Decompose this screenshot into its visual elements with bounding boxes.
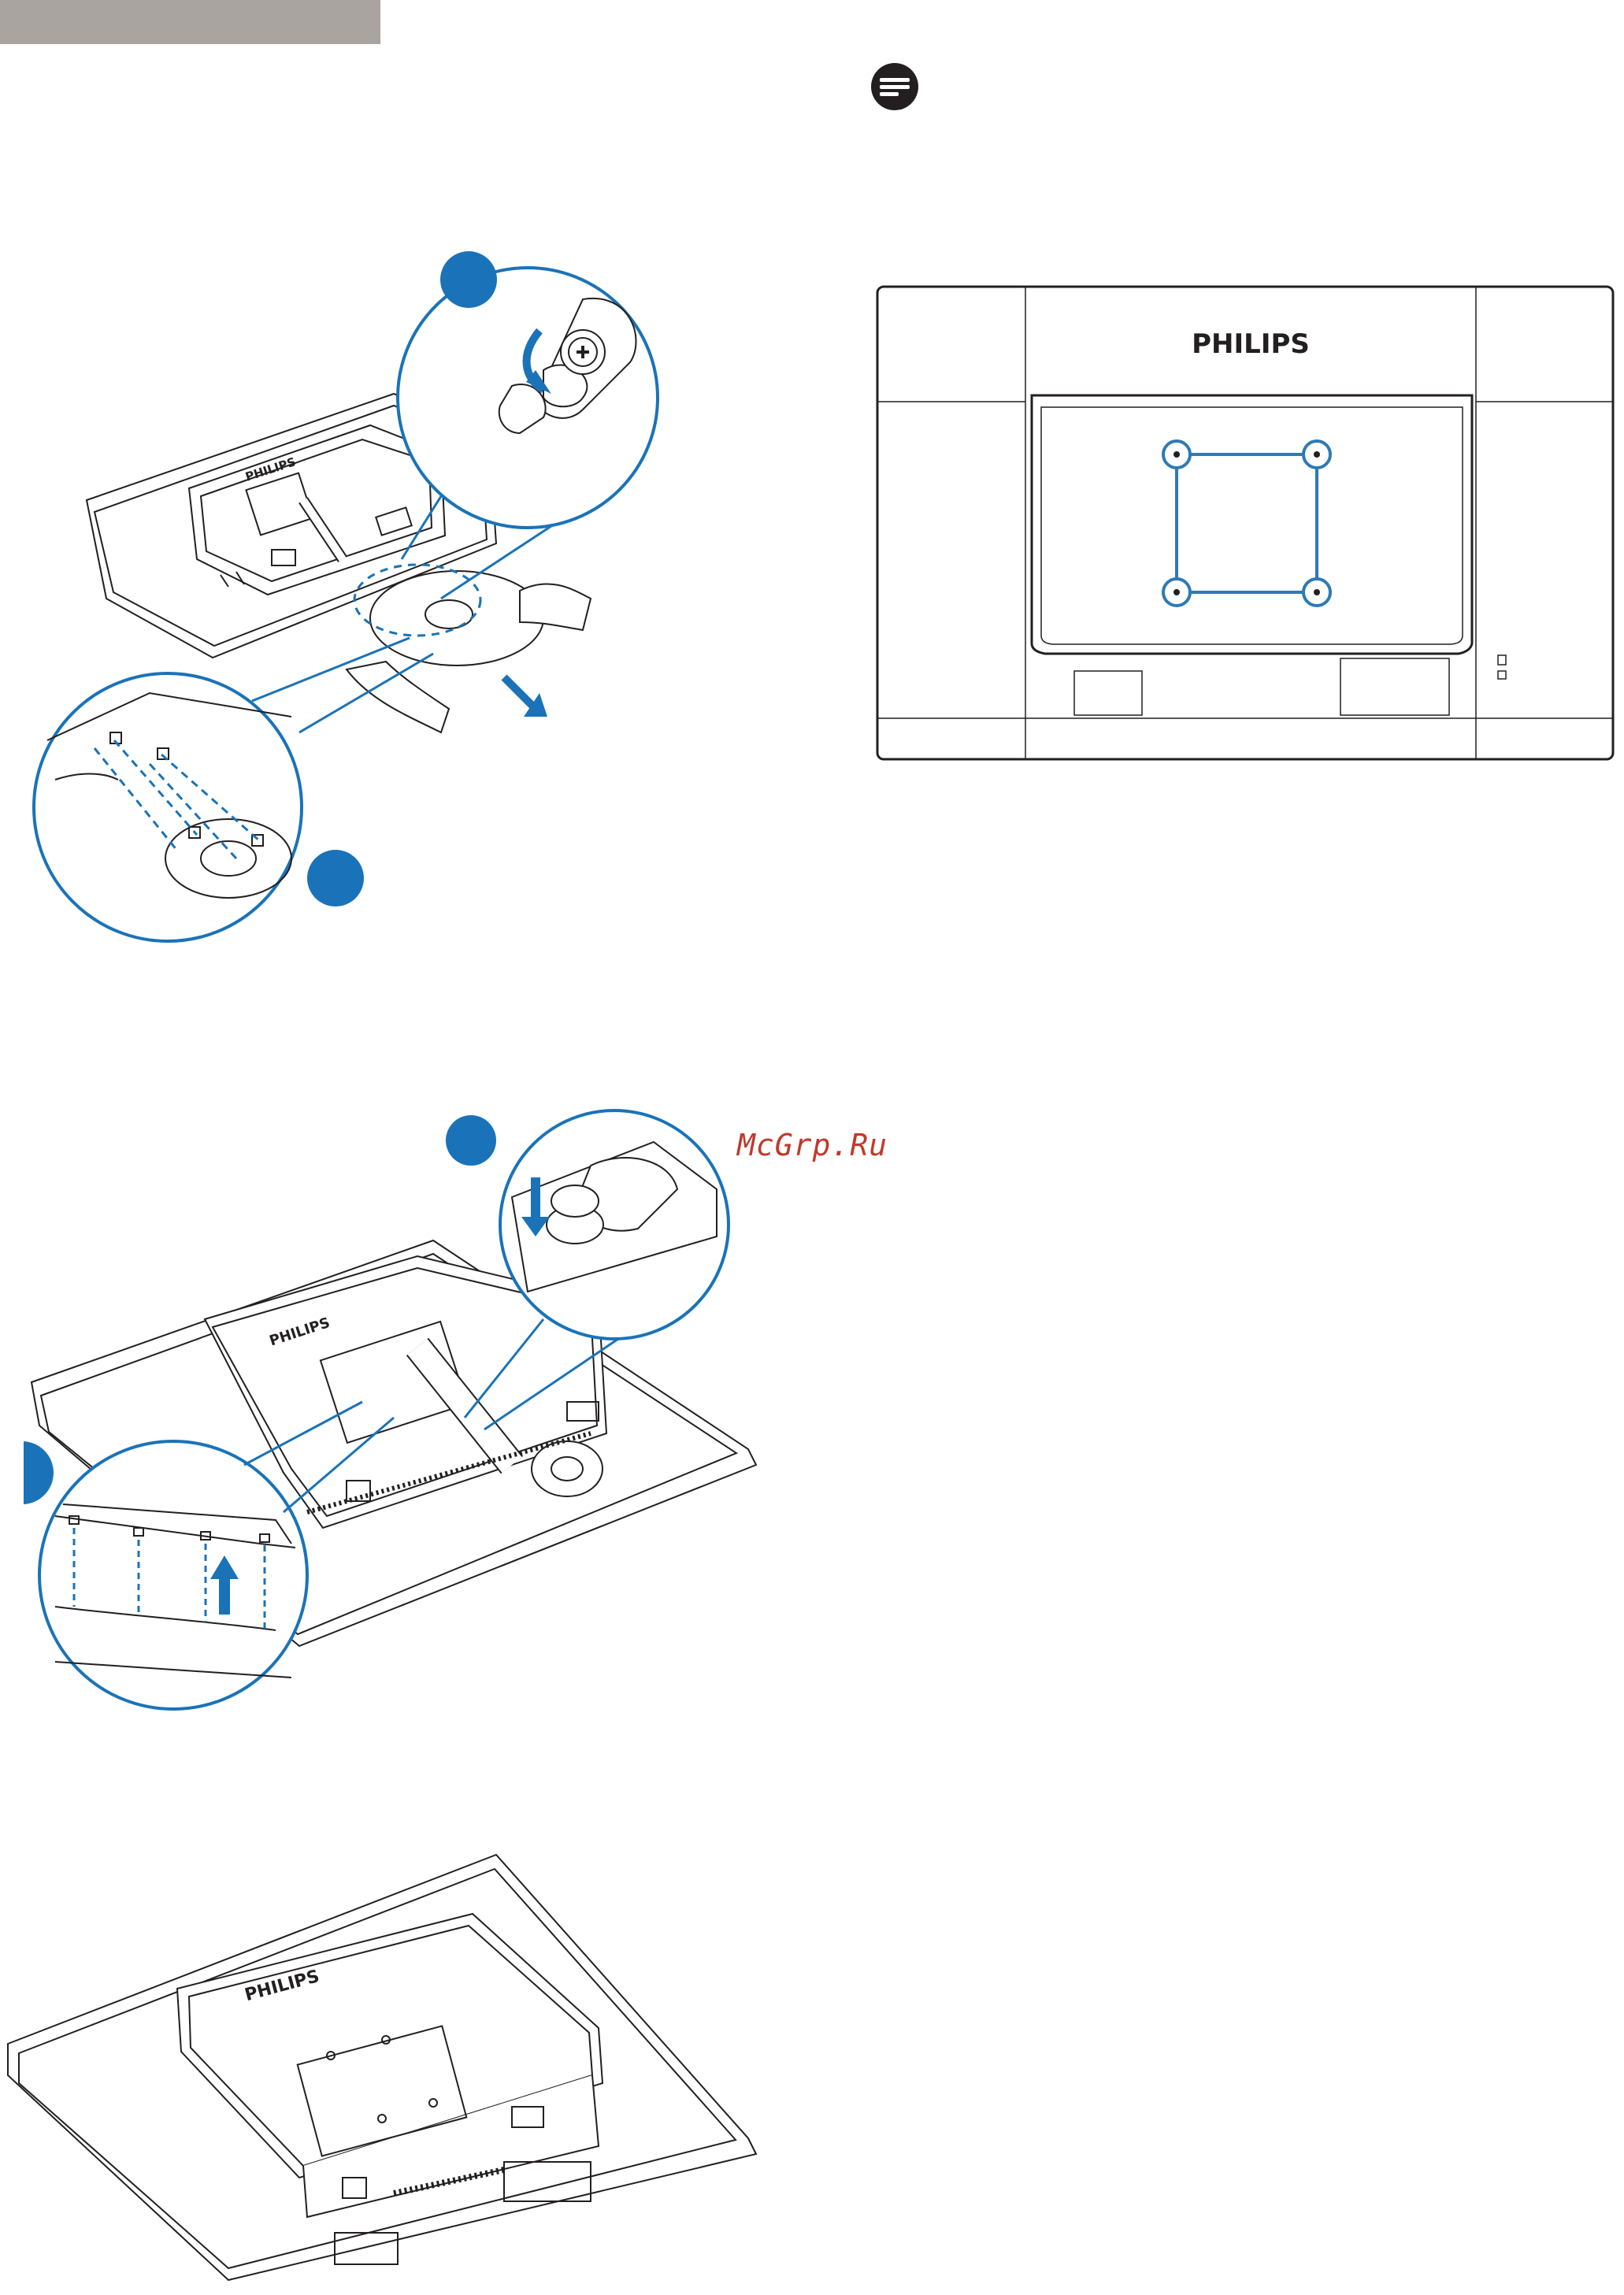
rear-panel-brand-label: PHILIPS bbox=[1192, 328, 1310, 360]
step-marker-2 bbox=[307, 850, 364, 907]
rear-panel-diagram: PHILIPS bbox=[876, 285, 1616, 762]
watermark: McGrp.Ru bbox=[737, 1128, 888, 1162]
section-header-tab bbox=[0, 0, 380, 44]
step-marker-hinge-2 bbox=[24, 1441, 54, 1504]
step-marker-1 bbox=[440, 251, 497, 308]
vesa-ready-illustration: PHILIPS bbox=[0, 1847, 772, 2288]
note-icon bbox=[870, 62, 919, 111]
remove-base-illustration: PHILIPS bbox=[32, 228, 764, 961]
step-marker-hinge-1 bbox=[446, 1115, 496, 1166]
remove-hinge-illustration: PHILIPS bbox=[24, 1103, 780, 1725]
